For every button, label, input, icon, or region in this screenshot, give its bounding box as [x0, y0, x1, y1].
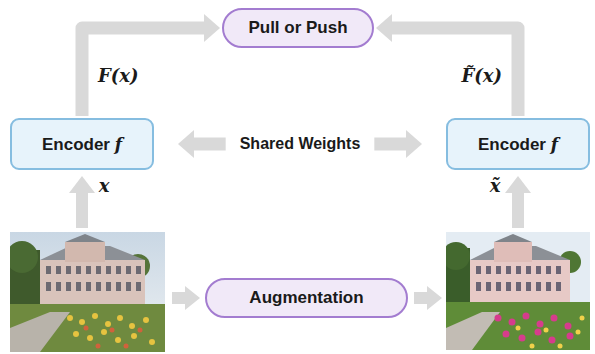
- photo-original: [10, 232, 165, 352]
- objective-pill: Pull or Push: [222, 8, 374, 48]
- photo-augmented: [446, 232, 590, 350]
- feature-symbol: F̃(x): [461, 65, 502, 87]
- augmentation-pill: Augmentation: [205, 278, 408, 318]
- arrow-head: [376, 14, 392, 42]
- encoder-box: Encoder f: [10, 118, 154, 170]
- arrow-shaft: [82, 28, 205, 116]
- input-symbol: x: [99, 175, 110, 197]
- connector: [376, 14, 518, 116]
- edge-label: Shared Weights: [238, 135, 363, 153]
- node-label: Augmentation: [249, 288, 363, 308]
- arrow-shaft: [391, 28, 518, 116]
- node-label: Pull or Push: [248, 18, 347, 38]
- arrow-head: [204, 14, 220, 42]
- arrow-shaft: [374, 138, 407, 151]
- arrow-head: [406, 130, 422, 158]
- input-symbol: x̃: [490, 175, 501, 197]
- arrow-head: [178, 130, 194, 158]
- feature-symbol: F(x): [98, 65, 139, 87]
- encoder-box: Encoder f: [446, 118, 590, 170]
- variable-symbol: f: [551, 134, 558, 154]
- variable-symbol: f: [115, 134, 122, 154]
- arrow-shaft: [193, 138, 226, 151]
- node-label: Encoder f: [42, 134, 122, 155]
- connector: [178, 130, 422, 158]
- connector: [82, 14, 220, 116]
- node-label: Encoder f: [478, 134, 558, 155]
- flow-arrows: [69, 176, 531, 310]
